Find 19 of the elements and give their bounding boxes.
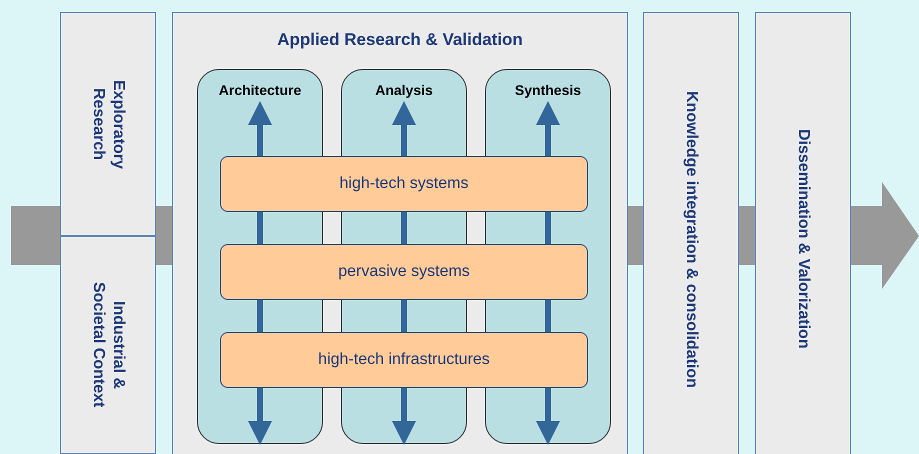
- stage-box: [643, 12, 739, 454]
- stage-label: Dissemination & Valorization: [794, 129, 813, 349]
- layer-band: [220, 244, 588, 300]
- stage-panel: [172, 12, 628, 454]
- column-title: Synthesis: [514, 81, 582, 100]
- stage-label: Exploratory Research: [89, 78, 128, 171]
- band-label: high-tech infrastructures: [318, 350, 490, 370]
- layer-band: [220, 332, 588, 388]
- band-label: high-tech systems: [340, 174, 468, 194]
- stage-label: Knowledge integration & consolidation: [682, 90, 701, 388]
- stage-box: [60, 12, 156, 236]
- stage-box: [755, 12, 851, 454]
- column-title: Architecture: [218, 81, 302, 100]
- stage-box: [60, 236, 156, 454]
- column-title: Analysis: [375, 81, 433, 100]
- layer-band: [220, 156, 588, 212]
- band-label: pervasive systems: [338, 262, 470, 282]
- panel-title: Applied Research & Validation: [277, 29, 523, 51]
- stage-label: Industrial & Societal Context: [89, 281, 128, 410]
